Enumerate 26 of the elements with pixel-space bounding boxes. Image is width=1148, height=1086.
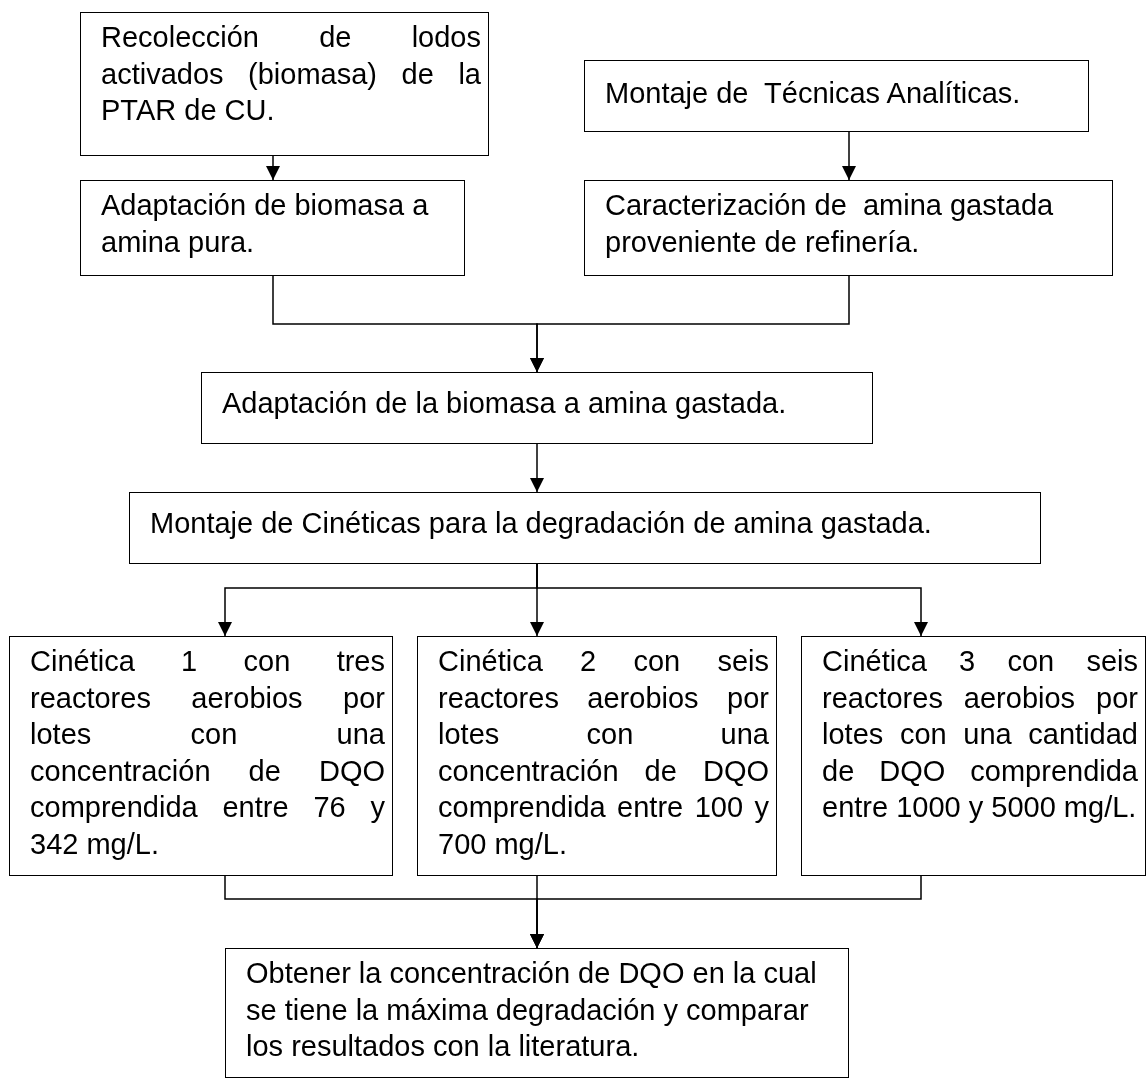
process-box xyxy=(129,492,1041,564)
process-box xyxy=(225,948,849,1078)
step-text: Cinética 2 con seis reactores aerobios por lotes con una concentración de DQO comprendida entre 100 y 700 mg/L. xyxy=(438,644,769,862)
arrow xyxy=(530,875,922,949)
step-text: Adaptación de la biomasa a amina gastada. xyxy=(222,386,788,421)
process-box xyxy=(584,180,1113,276)
step-text: Adaptación de biomasa a amina pura. xyxy=(101,188,430,260)
arrow xyxy=(530,275,850,373)
arrow xyxy=(530,443,544,493)
step-text: Cinética 1 con tres reactores aerobios por lotes con una concentración de DQO comprendida entre 76 y 342 mg/L. xyxy=(30,644,385,862)
process-box xyxy=(80,180,465,276)
step-text: Recolección de lodos activados (biomasa) de la PTAR de CU. xyxy=(101,20,481,128)
process-box xyxy=(584,60,1089,132)
process-box xyxy=(80,12,489,156)
step-text: Montaje de Técnicas Analíticas. xyxy=(605,76,1022,111)
step-text: Caracterización de amina gastada proveniente de refinería. xyxy=(605,188,1055,260)
arrow xyxy=(536,563,928,637)
arrow xyxy=(266,155,280,181)
step-text: Cinética 3 con seis reactores aerobios por lotes con una cantidad de DQO comprendida entre 1000 y 5000 mg/L. xyxy=(822,644,1138,825)
process-box xyxy=(201,372,873,444)
step-text: Montaje de Cinéticas para la degradación de amina gastada. xyxy=(150,506,933,541)
process-box xyxy=(9,636,393,876)
step-text: Obtener la concentración de DQO en la cual se tiene la máxima degradación y comparar los resultados con la literatura. xyxy=(246,956,818,1064)
process-box xyxy=(801,636,1146,876)
arrow xyxy=(842,131,856,181)
process-box xyxy=(417,636,777,876)
